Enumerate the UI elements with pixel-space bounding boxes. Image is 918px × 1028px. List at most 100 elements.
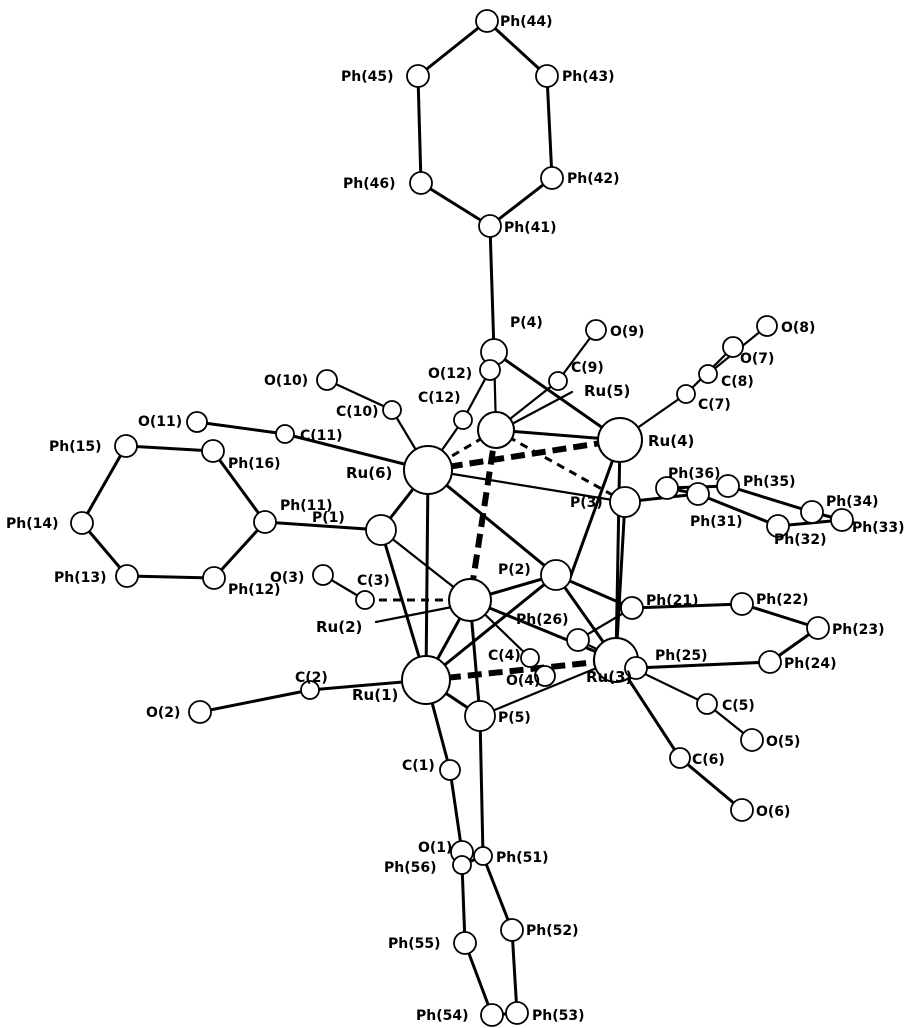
label-p5: P(5) [498,710,531,726]
bond-p4-ru4 [492,350,622,442]
label-ph42: Ph(42) [567,171,620,187]
bond-ph41-p4 [488,224,496,354]
label-ru2: Ru(2) [316,618,362,636]
label-ph26: Ph(26) [516,612,569,628]
atom-o9 [585,319,607,341]
bond-ph13-ph12 [125,574,216,580]
label-p2: P(2) [498,562,531,578]
leader-ru5 [508,390,574,427]
atom-ph43 [535,64,559,88]
atom-o11 [186,411,208,433]
bond-p1-ph11 [263,520,383,532]
atom-ru2 [448,578,492,622]
bond-c6-o6 [678,756,744,812]
leader-ru2 [374,605,454,624]
label-c10: C(10) [336,404,379,420]
bond-ru6-p2 [426,468,558,577]
label-c7: C(7) [698,397,731,413]
label-c11: C(11) [300,428,343,444]
label-ph21: Ph(21) [646,593,699,609]
label-c9: C(9) [571,360,604,376]
bond-c1-o1 [448,768,464,854]
label-ph22: Ph(22) [756,592,809,608]
atom-o4 [534,665,556,687]
atom-ru6 [403,445,453,495]
label-o9: O(9) [610,324,644,340]
atom-ph24 [758,650,782,674]
atom-ru4 [597,417,643,463]
bond-ph55-ph56 [460,863,467,945]
label-o10: O(10) [264,373,308,389]
atom-o10 [316,369,338,391]
atom-c6 [669,747,691,769]
bond-ru1-p2 [424,573,558,682]
label-ph54: Ph(54) [416,1008,469,1024]
label-ph52: Ph(52) [526,923,579,939]
label-ph24: Ph(24) [784,656,837,672]
bond-ru6-ru1 [424,468,430,682]
bond-ru1-ru3 [425,657,617,683]
atom-c4 [520,648,540,668]
bond-o2-c2 [198,688,312,714]
atom-c12 [453,410,473,430]
bond-p5-ph51 [478,714,485,858]
atom-ph33 [830,508,854,532]
atom-ph23 [806,616,830,640]
atom-c3 [355,590,375,610]
label-ph35: Ph(35) [743,474,796,490]
label-ru6: Ru(6) [346,464,392,482]
atom-o7 [722,336,744,358]
bond-ru4-p3 [568,438,622,580]
bond-ph42-ph41 [488,176,554,228]
label-o12: O(12) [428,366,472,382]
label-ph14: Ph(14) [6,516,59,532]
label-ph15: Ph(15) [49,439,102,455]
label-o3: O(3) [270,570,304,586]
bond-ph24-ph25 [634,660,772,670]
atom-c7 [676,384,696,404]
bond-ph44-ph45 [416,19,489,78]
label-ph33: Ph(33) [852,520,905,536]
bond-ph44-ph43 [485,19,549,78]
atom-ph44 [475,9,499,33]
atom-p5 [464,700,496,732]
label-ph51: Ph(51) [496,850,549,866]
atom-ph54 [480,1003,504,1027]
bond-ph46-ph41 [419,181,492,228]
bond-ph11-ph16 [211,449,267,524]
label-ph13: Ph(13) [54,570,107,586]
atom-o5 [740,728,764,752]
label-p3: P(3) [570,495,603,511]
bond-p5-ru3 [478,658,618,718]
label-o7: O(7) [740,351,774,367]
atom-ph26 [566,628,590,652]
atom-ph52 [500,918,524,942]
label-ph56: Ph(56) [384,860,437,876]
atom-c1 [439,759,461,781]
atom-ph51 [473,846,493,866]
atom-c9 [548,371,568,391]
atom-labels: Ph(44) Ph(43) Ph(45) Ph(46) Ph(42) Ph(41… [6,14,905,1024]
atom-o8 [756,315,778,337]
label-ph43: Ph(43) [562,69,615,85]
label-o4: O(4) [506,673,540,689]
label-o5: O(5) [766,734,800,750]
label-ph12: Ph(12) [228,582,281,598]
label-o8: O(8) [781,320,815,336]
atom-o3 [312,564,334,586]
bond-ph15-ph14 [80,444,128,525]
bond-ru6-p3 [426,468,627,504]
atom-ph45 [406,64,430,88]
atom-ph42 [540,166,564,190]
label-c1: C(1) [402,758,435,774]
bond-ph21-ph22 [630,602,744,610]
label-o11: O(11) [138,414,182,430]
atom-ph53 [505,1001,529,1025]
bond-o10-c10 [325,378,394,412]
atom-ph15 [114,434,138,458]
atom-ph16 [201,439,225,463]
atom-c5 [696,693,718,715]
bond-p3-ru3 [614,500,627,662]
atom-ru5 [477,411,515,449]
